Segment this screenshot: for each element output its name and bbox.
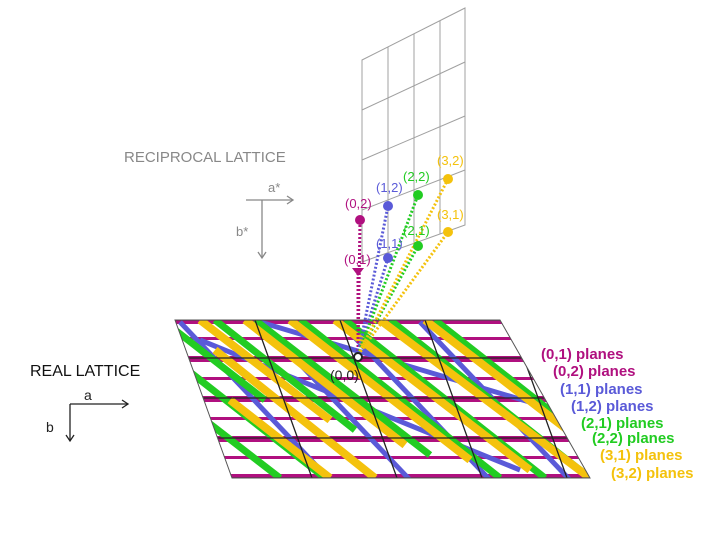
real-lattice-title: REAL LATTICE	[30, 363, 140, 380]
real-lattice-planes	[175, 320, 590, 478]
legend-item: (1,2) planes	[571, 398, 654, 415]
b-star-arrow	[257, 200, 267, 260]
a-arrow	[70, 399, 130, 409]
label-1-2: (1,2)	[376, 180, 403, 195]
planes-yellow	[197, 320, 590, 478]
b-label: b	[46, 419, 54, 435]
label-0-1: (0,1)	[344, 252, 371, 267]
label-2-2: (2,2)	[403, 169, 430, 184]
label-0-2: (0,2)	[345, 196, 372, 211]
point-3-2	[443, 174, 453, 184]
legend-item: (3,1) planes	[600, 447, 683, 464]
point-2-2	[413, 190, 423, 200]
a-star-arrow	[246, 195, 295, 205]
reciprocal-points	[352, 174, 453, 276]
point-1-2	[383, 201, 393, 211]
legend-item: (2,2) planes	[592, 430, 675, 447]
b-arrow	[65, 404, 75, 443]
label-3-2: (3,2)	[437, 153, 464, 168]
a-label: a	[84, 387, 92, 403]
point-3-1	[443, 227, 453, 237]
b-star-label: b*	[236, 224, 248, 239]
point-1-1	[383, 253, 393, 263]
reciprocal-title: RECIPROCAL LATTICE	[124, 149, 286, 166]
legend-item: (0,1) planes	[541, 346, 624, 363]
label-1-1: (1,1)	[376, 236, 403, 251]
legend-item: (1,1) planes	[560, 381, 643, 398]
point-0-1	[352, 268, 364, 276]
reciprocal-beams	[356, 178, 450, 356]
origin-point	[353, 352, 363, 362]
legend-item: (2,1) planes	[581, 415, 664, 432]
legend-item: (3,2) planes	[611, 465, 694, 482]
reciprocal-point-labels: (0,1) (0,2) (1,1) (1,2) (2,1) (2,2) (3,1…	[344, 153, 464, 267]
label-2-1: (2,1)	[403, 223, 430, 238]
point-2-1	[413, 241, 423, 251]
legend-item: (0,2) planes	[553, 363, 636, 380]
a-star-label: a*	[268, 180, 280, 195]
reciprocal-grid	[361, 7, 466, 263]
origin-label: (0,0)	[330, 367, 359, 383]
point-0-2	[355, 215, 365, 225]
lattice-outline	[174, 319, 591, 479]
planes-legend: (0,1) planes (0,2) planes (1,1) planes (…	[541, 346, 694, 482]
label-3-1: (3,1)	[437, 207, 464, 222]
